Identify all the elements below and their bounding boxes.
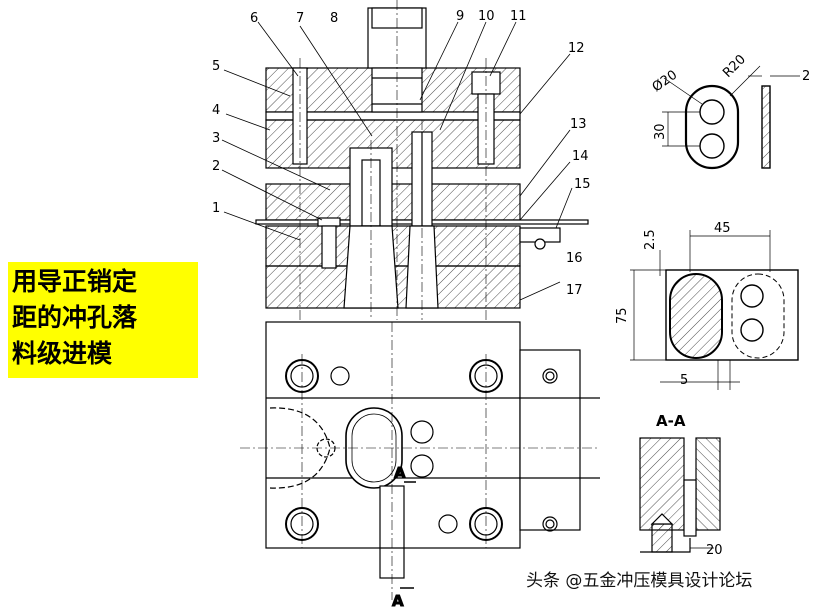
part-number-15: 15 <box>574 177 591 192</box>
part-number-4: 4 <box>212 103 220 118</box>
dim-bottom: 5 <box>680 373 688 388</box>
part-number-2: 2 <box>212 159 220 174</box>
section-mark-top: A <box>394 464 406 482</box>
part-number-13: 13 <box>570 117 587 132</box>
part-number-20: 20 <box>706 543 723 558</box>
part-number-14: 14 <box>572 149 589 164</box>
dim-diameter: Ø20 <box>650 68 681 96</box>
part-number-11: 11 <box>510 9 527 24</box>
strip-layout <box>630 230 799 390</box>
part-number-10: 10 <box>478 9 495 24</box>
part-number-9: 9 <box>456 9 464 24</box>
part-number-labels: 1 2 3 4 5 6 7 8 9 10 11 12 13 14 15 16 1… <box>212 9 591 298</box>
plan-view <box>265 321 600 579</box>
dim-height: 75 <box>615 307 630 324</box>
section-label: A-A <box>656 412 686 430</box>
part-number-5: 5 <box>212 59 220 74</box>
strip-dimensions: 2.5 45 75 5 <box>615 221 731 388</box>
title-line-3: 料级进模 <box>12 339 113 368</box>
part-number-6: 6 <box>250 11 258 26</box>
part-number-3: 3 <box>212 131 220 146</box>
title-line-2: 距的冲孔落 <box>12 303 138 332</box>
title-line-1: 用导正销定 <box>12 267 138 296</box>
part-drawing <box>662 65 800 170</box>
dim-width: 45 <box>714 221 731 236</box>
title-label: 用导正销定 距的冲孔落 料级进模 <box>8 262 198 378</box>
part-number-16: 16 <box>566 251 583 266</box>
watermark: 头条 @五金冲压模具设计论坛 <box>526 571 753 591</box>
part-number-7: 7 <box>296 11 304 26</box>
part-dimensions: Ø20 R20 2 30 <box>650 52 811 140</box>
part-number-12: 12 <box>568 41 585 56</box>
dim-radius: R20 <box>720 52 749 81</box>
section-aa <box>639 437 721 553</box>
dim-thickness: 2 <box>802 69 810 84</box>
part-number-17: 17 <box>566 283 583 298</box>
section-mark-bottom: A <box>392 592 404 610</box>
part-number-1: 1 <box>212 201 220 216</box>
dim-pitch: 30 <box>653 123 668 140</box>
part-number-8: 8 <box>330 11 338 26</box>
dim-top-gap: 2.5 <box>643 229 658 250</box>
